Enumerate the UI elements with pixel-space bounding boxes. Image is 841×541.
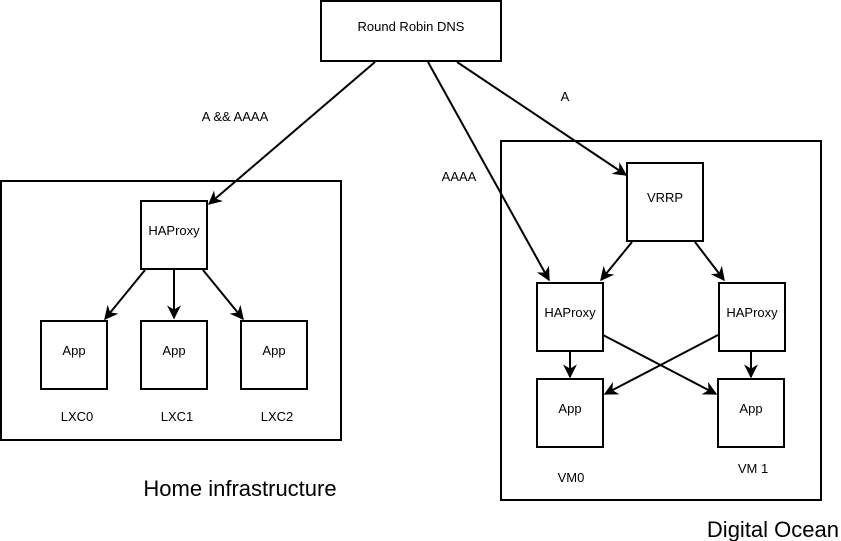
vm1-label: VM 1 bbox=[738, 461, 768, 476]
edge-home-haproxy-to-app2 bbox=[202, 269, 244, 321]
digital-ocean-group-title: Digital Ocean bbox=[707, 517, 839, 541]
edge-vrrp-to-do-haproxy0 bbox=[600, 241, 633, 282]
edge-label-a: A bbox=[561, 89, 570, 104]
home-app1-node bbox=[140, 320, 208, 390]
do-haproxy0-label: HAProxy bbox=[544, 305, 596, 320]
do-haproxy0-node bbox=[536, 282, 604, 352]
home-haproxy-node bbox=[140, 200, 208, 270]
edge-vrrp-to-do-haproxy1 bbox=[694, 241, 725, 282]
do-haproxy1-label: HAProxy bbox=[726, 305, 778, 320]
home-haproxy-label: HAProxy bbox=[148, 223, 200, 238]
do-app1-label: App bbox=[739, 401, 762, 416]
vrrp-node bbox=[626, 162, 704, 242]
home-app0-node bbox=[40, 320, 108, 390]
lxc2-label: LXC2 bbox=[261, 409, 294, 424]
do-app0-node bbox=[536, 378, 604, 448]
edge-dns-to-vrrp bbox=[456, 61, 628, 176]
edge-label-a-aaaa: A && AAAA bbox=[202, 109, 269, 124]
vm0-label: VM0 bbox=[558, 470, 585, 485]
do-haproxy1-node bbox=[718, 282, 786, 352]
lxc0-label: LXC0 bbox=[61, 409, 94, 424]
home-group-title: Home infrastructure bbox=[143, 476, 336, 501]
do-app1-node bbox=[717, 378, 785, 448]
edge-dns-to-do-haproxy0 bbox=[427, 61, 550, 282]
home-app2-node bbox=[240, 320, 308, 390]
do-app0-label: App bbox=[558, 401, 581, 416]
home-app0-label: App bbox=[62, 343, 85, 358]
edge-do-haproxy1-to-app0 bbox=[603, 334, 719, 395]
dns-label: Round Robin DNS bbox=[358, 19, 465, 34]
edge-home-haproxy-to-app0 bbox=[104, 269, 146, 321]
home-app2-label: App bbox=[262, 343, 285, 358]
edge-label-aaaa: AAAA bbox=[442, 169, 477, 184]
vrrp-label: VRRP bbox=[647, 190, 683, 205]
lxc1-label: LXC1 bbox=[161, 409, 194, 424]
home-app1-label: App bbox=[162, 343, 185, 358]
dns-node bbox=[320, 0, 502, 62]
edge-dns-to-home-haproxy bbox=[207, 61, 376, 205]
